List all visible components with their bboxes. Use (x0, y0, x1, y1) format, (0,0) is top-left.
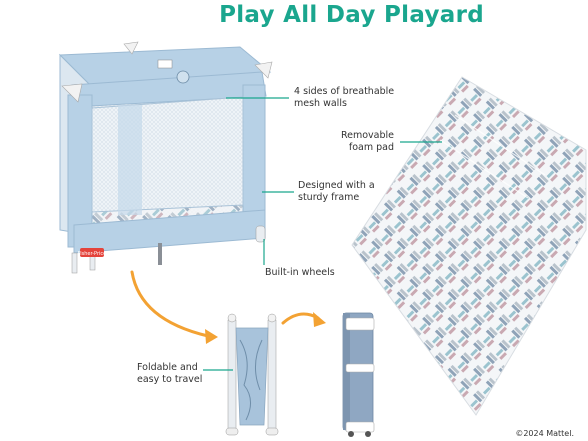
fully-folded-illustration (342, 312, 375, 437)
collapse-arrow (281, 312, 320, 325)
folded-playard-illustration (225, 313, 279, 436)
page-title: Play All Day Playard (219, 2, 484, 28)
brand-badge-text: Fisher-Price (78, 251, 107, 257)
wheels-label: Built-in wheels (265, 267, 335, 278)
fold-arrow (130, 270, 210, 338)
playard-illustration: Fisher-Price (58, 41, 273, 274)
leader-lines (203, 97, 442, 371)
copyright-notice: ©2024 Mattel. (515, 429, 574, 438)
foam-pad-illustration (351, 76, 587, 416)
brand-badge (80, 248, 104, 257)
